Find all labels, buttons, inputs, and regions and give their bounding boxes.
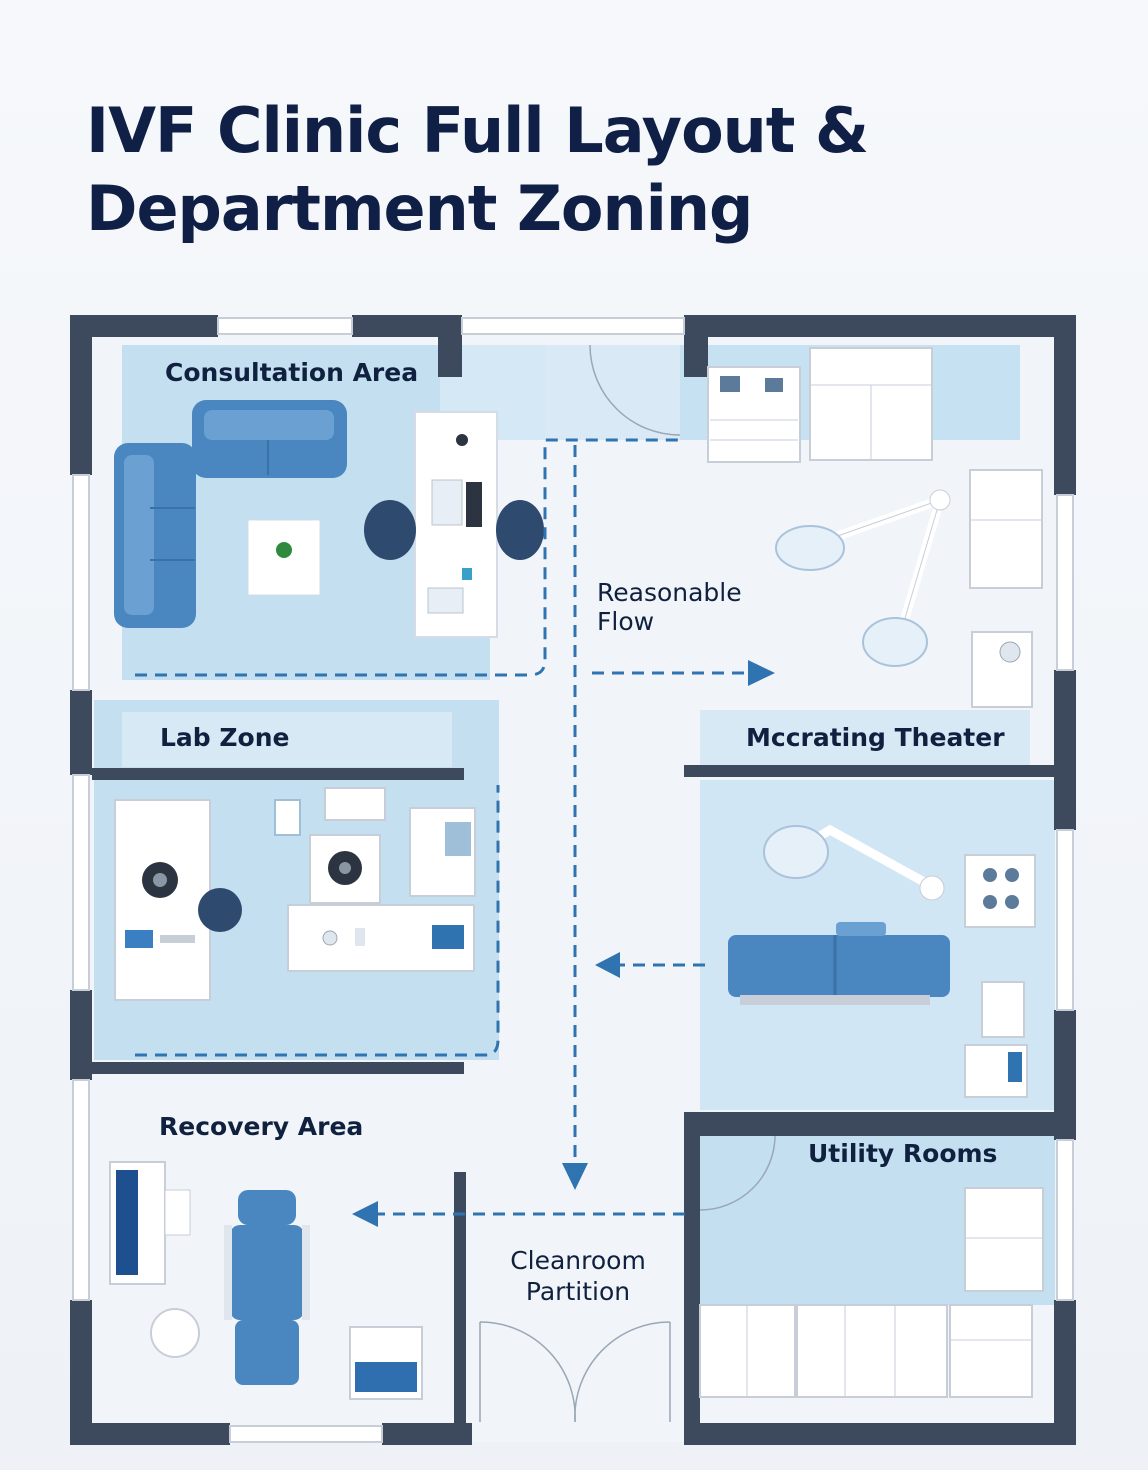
lab-bench-icon xyxy=(114,799,211,1001)
monitor-icon xyxy=(274,799,301,836)
wall xyxy=(1054,1300,1076,1445)
utility-cabinets xyxy=(699,1187,1044,1398)
incubator-icon xyxy=(409,807,476,897)
reasonable-flow-line-2: Flow xyxy=(597,607,655,636)
wall xyxy=(684,1112,1056,1136)
walls xyxy=(70,315,1076,1445)
wall xyxy=(92,1062,464,1074)
zone-boundaries xyxy=(135,438,680,1057)
door-swing xyxy=(574,1321,671,1423)
wall xyxy=(1054,670,1076,830)
flow-arrows xyxy=(372,445,752,1216)
wall xyxy=(382,1423,472,1445)
chair-icon xyxy=(364,500,544,560)
cabinet-icon xyxy=(707,347,933,463)
equipment-cart-icon xyxy=(964,854,1036,1098)
wall xyxy=(70,1423,230,1445)
cleanroom-partition-label: Cleanroom Partition xyxy=(488,1245,668,1307)
operating-theater-label: Mccrating Theater xyxy=(746,723,1005,752)
arrowhead-icon xyxy=(748,660,775,686)
cabinet-icon xyxy=(796,1304,948,1398)
window xyxy=(1056,494,1074,671)
wall xyxy=(70,1300,92,1445)
consultation-furniture xyxy=(114,400,544,638)
window xyxy=(229,1425,383,1443)
wall xyxy=(684,1112,700,1444)
wall xyxy=(684,315,1076,337)
plant-icon xyxy=(276,542,292,558)
consultation-area-label: Consultation Area xyxy=(165,358,419,387)
windows xyxy=(72,317,1074,1443)
recovery-chair-icon xyxy=(224,1190,310,1385)
sofa-icon xyxy=(114,400,347,628)
operating-equipment xyxy=(707,347,1043,1098)
operating-label-band xyxy=(700,710,1030,765)
recovery-area-label: Recovery Area xyxy=(159,1112,364,1141)
lab-counter-icon xyxy=(287,904,475,972)
window xyxy=(72,774,90,991)
lab-zone-label: Lab Zone xyxy=(160,723,290,752)
lab-chair-icon xyxy=(198,888,242,932)
wall xyxy=(70,315,92,475)
window xyxy=(461,317,685,335)
cabinet-icon xyxy=(949,1304,1033,1398)
wall xyxy=(684,765,1056,777)
wall xyxy=(70,990,92,1080)
cabinet-icon xyxy=(969,469,1043,708)
lab-equipment xyxy=(114,787,476,1001)
wall xyxy=(352,315,462,337)
monitor-icon xyxy=(109,1161,191,1285)
surgical-light-icon xyxy=(763,824,945,901)
wall xyxy=(454,1172,466,1444)
operating-table-icon xyxy=(728,922,950,1005)
cleanroom-partition-line-2: Partition xyxy=(525,1277,631,1306)
wall xyxy=(1054,1010,1076,1140)
arrowhead-icon xyxy=(595,952,620,978)
door-swing xyxy=(589,344,681,436)
flow-arrowheads xyxy=(352,660,775,1227)
desk-icon xyxy=(414,411,498,638)
window xyxy=(1056,829,1074,1011)
cleanroom-partition-line-1: Cleanroom xyxy=(510,1246,646,1275)
door-swing xyxy=(479,1321,576,1423)
nightstand-icon xyxy=(349,1326,423,1400)
utility-rooms-label: Utility Rooms xyxy=(808,1139,998,1168)
wall xyxy=(684,1423,1076,1445)
cabinet-icon xyxy=(964,1187,1044,1292)
lab-boundary xyxy=(135,785,500,1057)
arrowhead-icon xyxy=(352,1201,378,1227)
wall xyxy=(684,315,708,377)
page-title-line-1: IVF Clinic Full Layout & xyxy=(86,94,869,167)
arrowhead-icon xyxy=(562,1163,588,1190)
microscope-icon xyxy=(309,787,386,904)
page-title: IVF Clinic Full Layout & Department Zoni… xyxy=(86,92,1066,248)
wall xyxy=(438,315,462,377)
window xyxy=(72,1079,90,1301)
wall xyxy=(92,768,464,780)
door-swings xyxy=(479,344,776,1423)
stool-icon xyxy=(150,1308,200,1358)
reasonable-flow-line-1: Reasonable xyxy=(597,578,742,607)
wall xyxy=(1054,315,1076,495)
consultation-boundary xyxy=(135,438,680,677)
surgical-light-icon xyxy=(775,489,951,667)
window xyxy=(217,317,353,335)
wall xyxy=(70,690,92,775)
reasonable-flow-label: Reasonable Flow xyxy=(597,578,742,636)
wall xyxy=(70,315,218,337)
window xyxy=(1056,1139,1074,1301)
lab-label-band xyxy=(122,712,452,767)
page-title-line-2: Department Zoning xyxy=(86,172,753,245)
door-swing xyxy=(699,1135,776,1211)
recovery-equipment xyxy=(109,1161,423,1400)
window xyxy=(72,474,90,691)
